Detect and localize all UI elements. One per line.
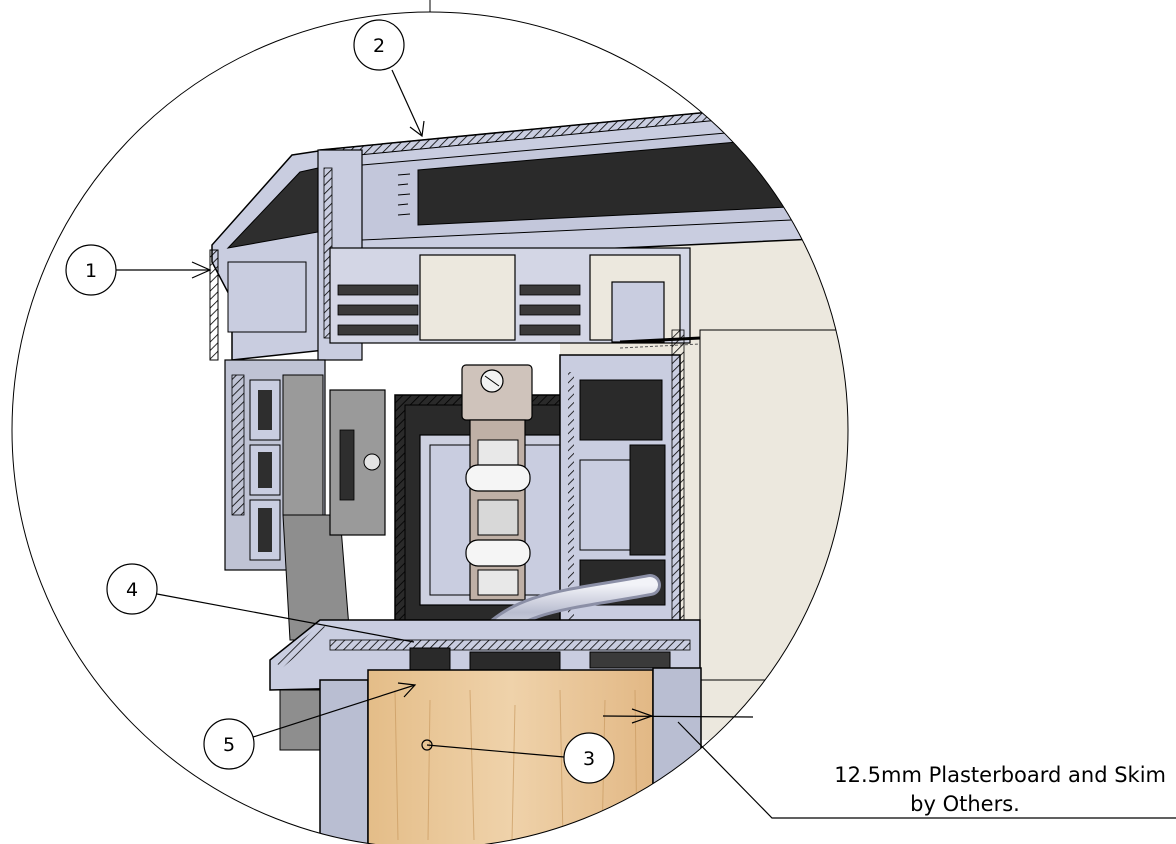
- note-line-1: 12.5mm Plasterboard and Skim: [834, 763, 1166, 787]
- callout-2: 2: [353, 19, 405, 71]
- plasterboard-left: [319, 679, 369, 844]
- callout-1: 1: [65, 244, 117, 296]
- note-line-2: by Others.: [910, 792, 1020, 816]
- leader-lines: [115, 69, 1176, 819]
- callout-4-number: 4: [126, 579, 138, 601]
- plasterboard-right: [652, 667, 702, 844]
- callout-5: 5: [203, 718, 255, 770]
- section-view: [209, 109, 848, 844]
- callout-3-number: 3: [583, 748, 595, 770]
- callout-3: 3: [563, 732, 615, 784]
- callout-1-number: 1: [85, 260, 97, 282]
- roller-carriage: [461, 364, 533, 601]
- callout-2-number: 2: [373, 35, 385, 57]
- callout-5-number: 5: [223, 734, 235, 756]
- callout-4: 4: [106, 563, 158, 615]
- plasterboard-note: 12.5mm Plasterboard and Skim by Others.: [834, 763, 1166, 816]
